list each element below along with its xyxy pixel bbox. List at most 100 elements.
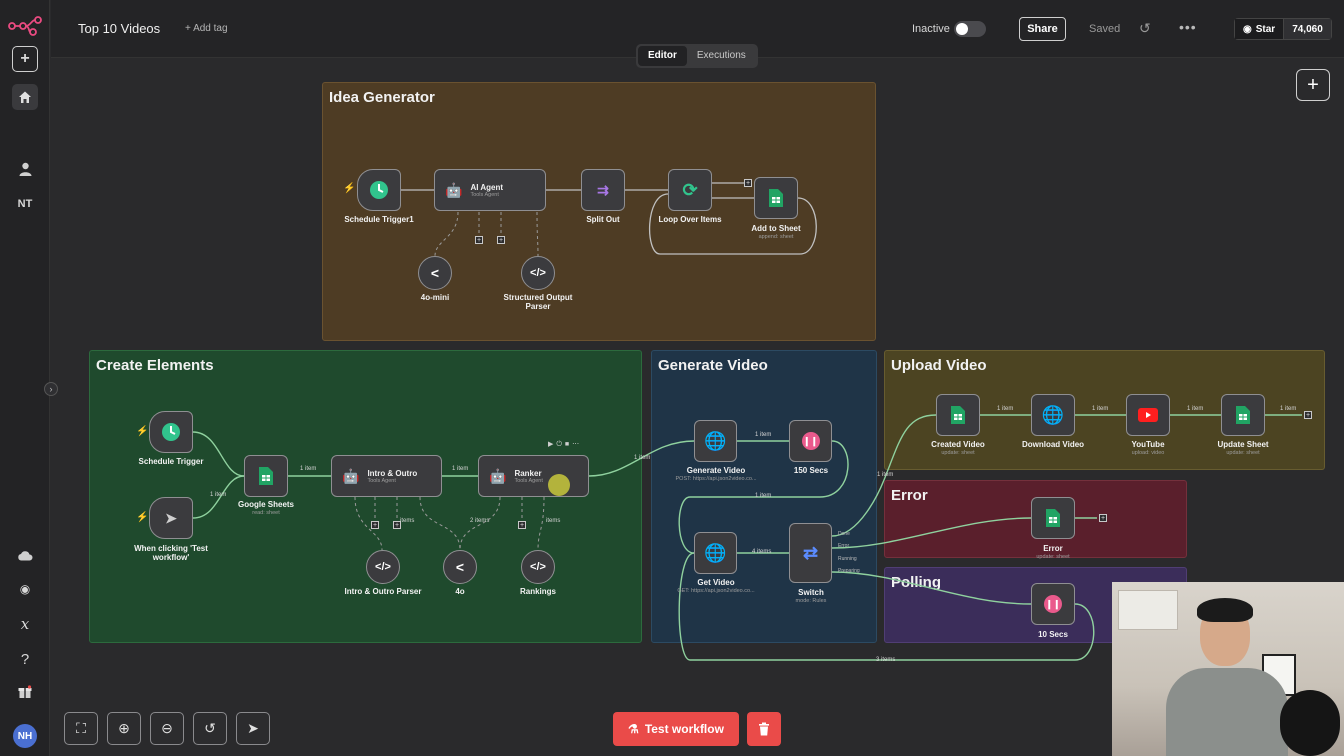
node-subtitle: POST: https://api.json2video.co... bbox=[675, 476, 757, 482]
node-get-video[interactable]: 🌐 bbox=[694, 532, 737, 574]
whats-new-button[interactable] bbox=[12, 679, 38, 705]
node-label: Generate Video bbox=[686, 466, 746, 475]
node-title: Intro & Outro bbox=[367, 468, 418, 478]
node-add-to-sheet[interactable] bbox=[754, 177, 798, 219]
node-google-sheets[interactable] bbox=[244, 455, 288, 497]
add-memory-button[interactable]: + bbox=[371, 521, 379, 529]
node-hover-toolbar[interactable]: ▶⏻■⋯ bbox=[548, 441, 583, 448]
reset-zoom-button[interactable]: ↺ bbox=[193, 712, 227, 745]
avatar[interactable]: NH bbox=[13, 724, 37, 748]
sidebar-collapse-button[interactable]: › bbox=[44, 382, 58, 396]
node-rankings[interactable]: </> bbox=[521, 550, 555, 584]
project-nt[interactable]: NT bbox=[17, 198, 33, 210]
presenter-hair bbox=[1197, 598, 1253, 622]
workflow-title[interactable]: Top 10 Videos bbox=[78, 21, 161, 36]
node-label: Google Sheets bbox=[237, 500, 295, 509]
test-workflow-label: Test workflow bbox=[644, 722, 724, 736]
help-button[interactable]: ? bbox=[12, 646, 38, 672]
node-loop-over-items[interactable]: ⟳ bbox=[668, 169, 712, 211]
code-icon: </> bbox=[530, 561, 546, 573]
node-label: Get Video bbox=[697, 578, 735, 587]
zoom-in-button[interactable]: ⊕ bbox=[107, 712, 141, 745]
google-sheets-icon bbox=[1046, 509, 1060, 527]
edge-label: 1 item bbox=[755, 432, 772, 438]
node-structured-output-parser[interactable]: </> bbox=[521, 256, 555, 290]
tab-editor[interactable]: Editor bbox=[638, 46, 687, 66]
edge-label: 2 items bbox=[470, 518, 490, 524]
edge-label: items bbox=[400, 518, 415, 524]
edge-label: 1 item bbox=[755, 493, 772, 499]
node-split-out[interactable]: ⇉ bbox=[581, 169, 625, 211]
add-node-button[interactable]: + bbox=[1296, 69, 1330, 101]
cloud-button[interactable] bbox=[12, 542, 38, 568]
node-4o[interactable]: < bbox=[443, 550, 477, 584]
add-node-button[interactable]: + bbox=[1304, 411, 1312, 419]
node-switch[interactable]: ⇄ bbox=[789, 523, 832, 583]
edge-label: 1 item bbox=[1092, 406, 1109, 412]
split-icon: ⇉ bbox=[597, 181, 609, 198]
tidy-up-button[interactable]: ➤ bbox=[236, 712, 270, 745]
variables-button[interactable]: x bbox=[12, 611, 38, 637]
variables-icon: x bbox=[20, 615, 30, 633]
node-download-video[interactable]: 🌐 bbox=[1031, 394, 1075, 436]
add-node-button[interactable]: + bbox=[744, 179, 752, 187]
history-icon[interactable]: ↺ bbox=[1139, 20, 1151, 36]
node-update-sheet[interactable] bbox=[1221, 394, 1265, 436]
home-button[interactable] bbox=[12, 84, 38, 110]
share-button[interactable]: Share bbox=[1019, 17, 1066, 41]
globe-icon: 🌐 bbox=[704, 542, 727, 563]
add-node-button[interactable]: + bbox=[1099, 514, 1107, 522]
active-toggle[interactable] bbox=[954, 21, 986, 37]
node-10-secs[interactable]: ❙❙ bbox=[1031, 583, 1075, 625]
user-button[interactable] bbox=[12, 156, 38, 182]
node-schedule-trigger1[interactable] bbox=[357, 169, 401, 211]
edge-label: 4 items bbox=[752, 549, 772, 555]
node-generate-video[interactable]: 🌐 bbox=[694, 420, 737, 462]
add-tool-button[interactable]: + bbox=[475, 236, 483, 244]
test-workflow-button[interactable]: ⚗ Test workflow bbox=[613, 712, 739, 746]
edge-label: 1 item bbox=[1280, 406, 1297, 412]
node-subtitle: Tools Agent bbox=[470, 191, 499, 198]
node-label: Switch bbox=[798, 588, 824, 597]
more-options-icon[interactable]: ••• bbox=[1179, 19, 1197, 35]
node-intro-outro-parser[interactable]: </> bbox=[366, 550, 400, 584]
node-manual-trigger[interactable]: ➤ bbox=[149, 497, 193, 539]
add-memory-button[interactable]: + bbox=[518, 521, 526, 529]
node-150-secs[interactable]: ❙❙ bbox=[789, 420, 832, 462]
zoom-out-button[interactable]: ⊖ bbox=[150, 712, 184, 745]
node-created-video[interactable] bbox=[936, 394, 980, 436]
n8n-logo-icon[interactable] bbox=[8, 14, 42, 38]
active-status-label: Inactive bbox=[912, 23, 950, 35]
switch-output-done: Done bbox=[838, 531, 850, 537]
node-youtube[interactable] bbox=[1126, 394, 1170, 436]
node-error-sheet[interactable] bbox=[1031, 497, 1075, 539]
fit-view-button[interactable]: ⛶ bbox=[64, 712, 98, 745]
clear-execution-button[interactable] bbox=[747, 712, 781, 746]
group-title: Create Elements bbox=[96, 357, 214, 374]
add-tool-button[interactable]: + bbox=[393, 521, 401, 529]
google-sheets-icon bbox=[769, 189, 783, 207]
undo-icon: ↺ bbox=[204, 720, 216, 736]
node-schedule-trigger[interactable] bbox=[149, 411, 193, 453]
node-subtitle: Tools Agent bbox=[367, 477, 396, 484]
tab-executions[interactable]: Executions bbox=[696, 50, 746, 61]
node-label: Schedule Trigger1 bbox=[344, 215, 414, 224]
node-label: Update Sheet bbox=[1217, 440, 1269, 449]
google-sheets-icon bbox=[1236, 406, 1250, 424]
add-workflow-button[interactable]: + bbox=[12, 46, 38, 72]
edge-label: 1 item bbox=[634, 455, 651, 461]
node-subtitle: upload: video bbox=[1131, 450, 1165, 456]
node-4o-mini[interactable]: < bbox=[418, 256, 452, 290]
left-sidebar: + NT ◉ x ? NH bbox=[0, 0, 50, 756]
add-memory-button[interactable]: + bbox=[497, 236, 505, 244]
help-icon: ? bbox=[20, 650, 30, 668]
templates-button[interactable]: ◉ bbox=[12, 576, 38, 602]
cursor-highlight bbox=[548, 474, 570, 496]
robot-icon: 🤖 bbox=[445, 181, 463, 198]
cursor-icon: ➤ bbox=[165, 509, 177, 526]
add-tag-button[interactable]: + Add tag bbox=[185, 23, 228, 34]
github-star-button[interactable]: ◉Star 74,060 bbox=[1234, 18, 1332, 40]
